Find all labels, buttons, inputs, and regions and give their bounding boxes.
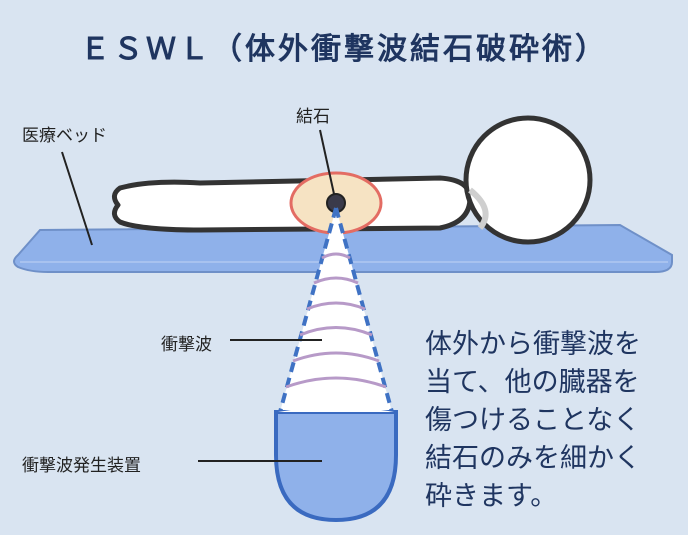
description-text: 体外から衝撃波を 当て、他の臓器を 傷つけることなく 結石のみを細かく 砕きます… [425,326,680,516]
description-line: 結石のみを細かく [425,443,641,474]
description-line: 傷つけることなく [425,405,641,436]
stone-label: 結石 [296,107,330,127]
shockwave-arcs [285,252,387,389]
patient-head [463,115,593,245]
description-line: 体外から衝撃波を [425,329,641,360]
shockwave-generator [274,410,398,523]
shockwave-label: 衝撃波 [161,335,212,355]
description-line: 当て、他の臓器を [425,367,640,398]
shockwave-cone [280,208,392,412]
bed-label: 医療ベッド [22,126,107,146]
stone-pointer [319,129,335,195]
bed-pointer [61,151,93,246]
generator-label: 衝撃波発生装置 [22,456,141,476]
page-title: ＥＳＷＬ（体外衝撃波結石破砕術） [80,32,608,67]
description-line: 砕きます。 [425,481,558,512]
